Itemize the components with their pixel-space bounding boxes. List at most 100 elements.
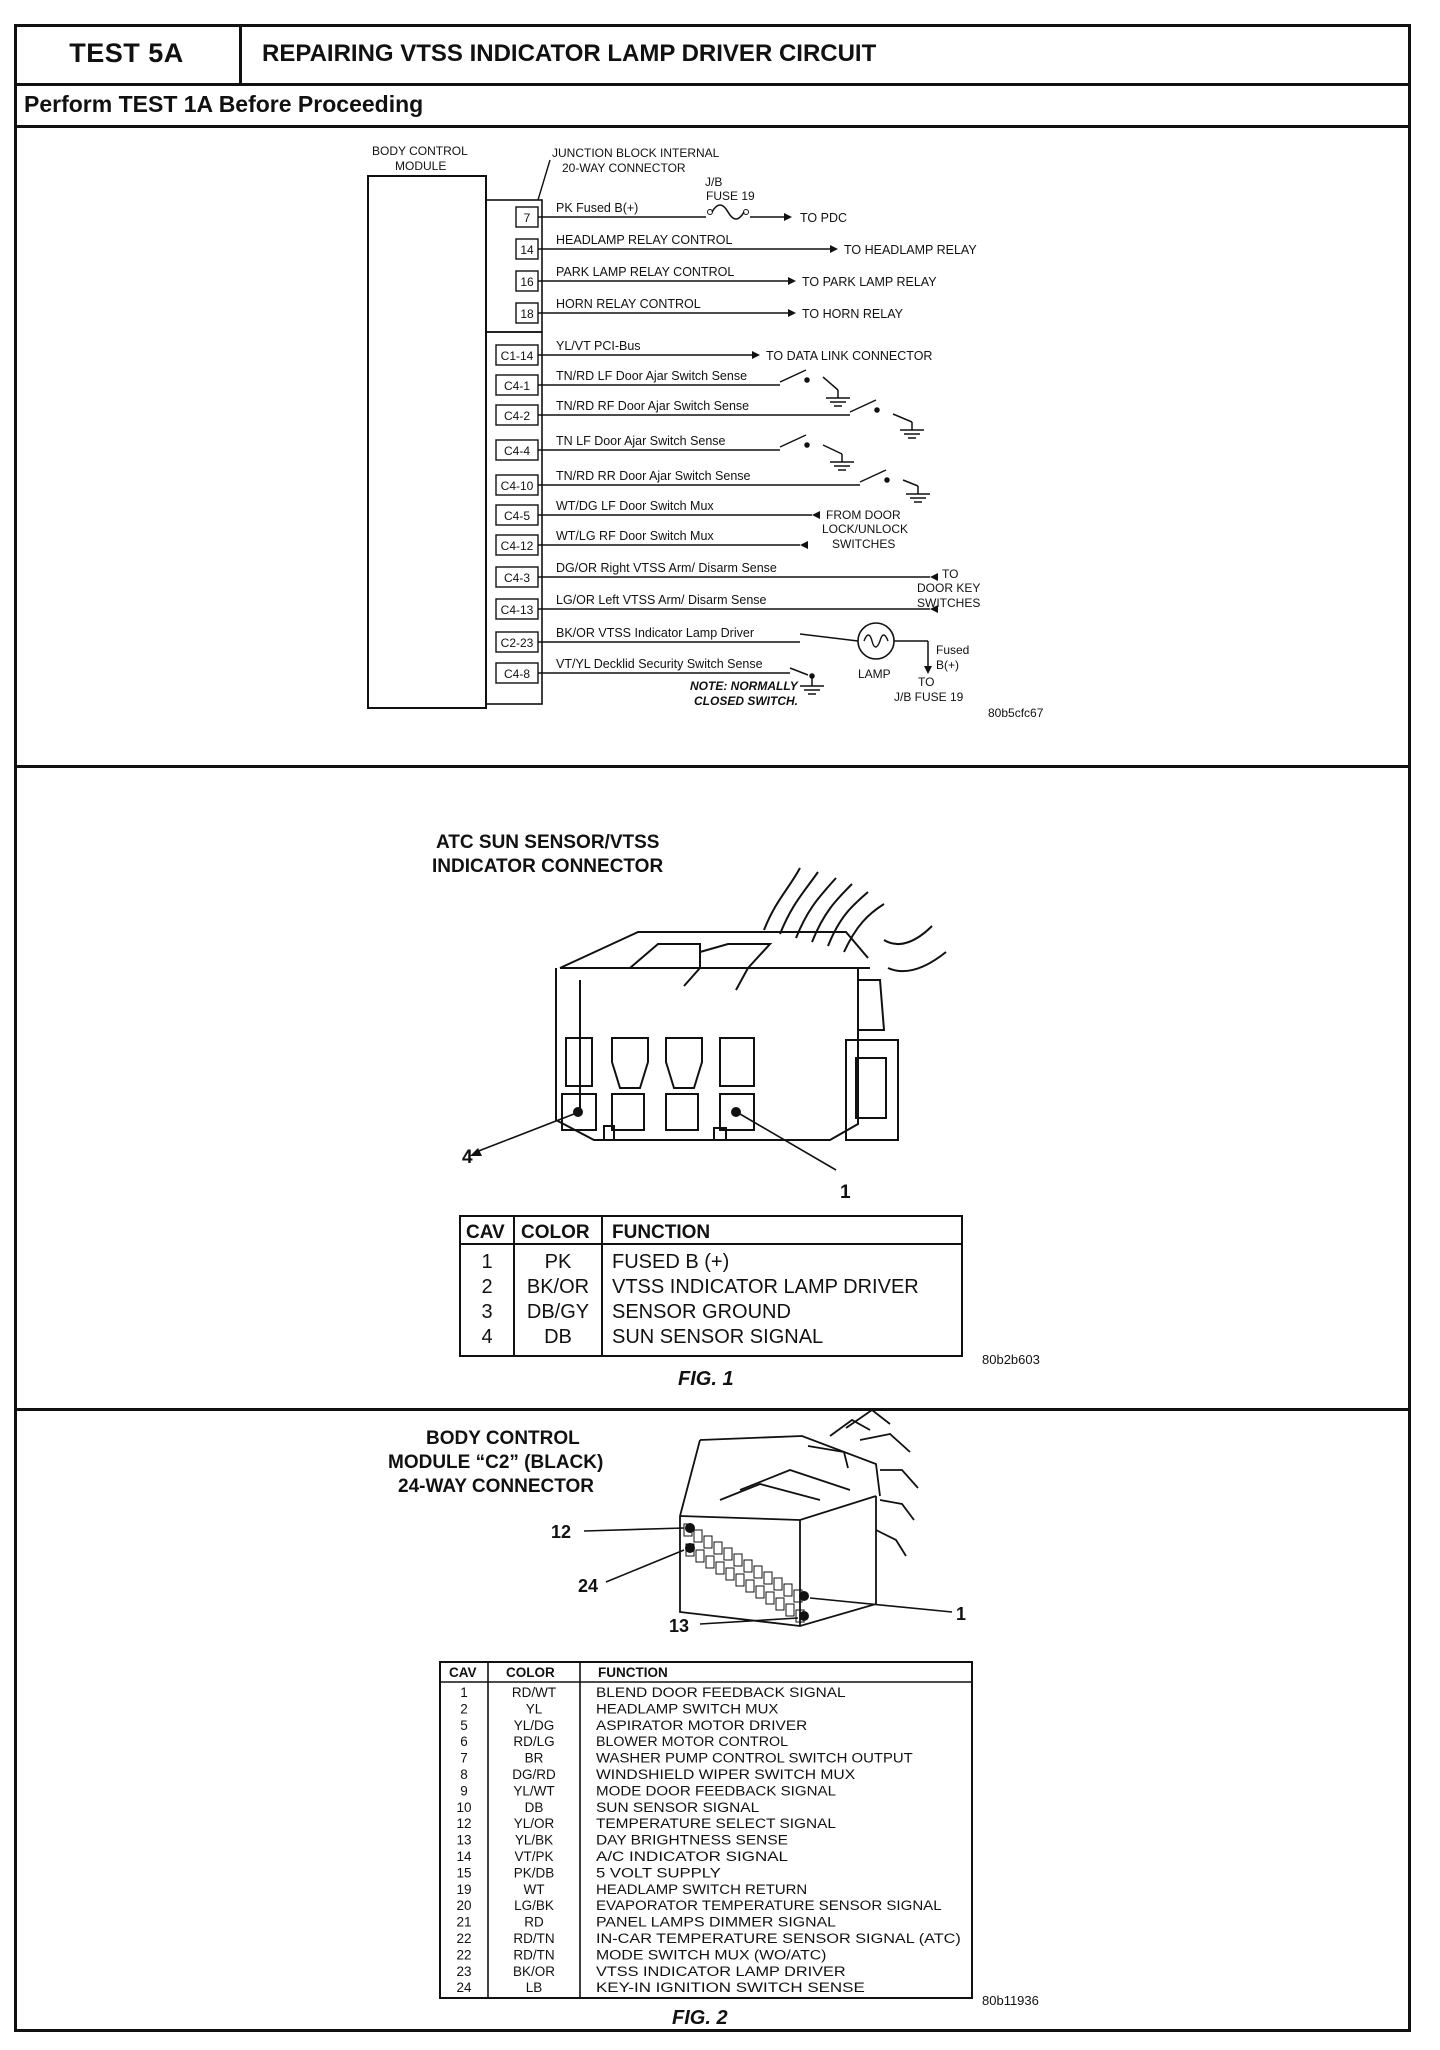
fig2-table-header: COLOR (506, 1665, 555, 1680)
cavity-cell (765, 1591, 775, 1605)
fig1-cell-color: PK (545, 1251, 572, 1273)
fig2-cell-cav: 10 (456, 1800, 471, 1815)
fig1-cell-function: VTSS INDICATOR LAMP DRIVER (612, 1276, 919, 1298)
pin-label: C2-23 (501, 636, 534, 650)
fig2-cell-cav: 5 (460, 1718, 468, 1733)
fig2-cell-function: KEY-IN IGNITION SWITCH SENSE (596, 1980, 865, 1995)
fig1-cell-function: SENSOR GROUND (612, 1301, 791, 1323)
door-key-dest: DOOR KEY (917, 581, 980, 595)
note-text: NOTE: NORMALLY (690, 679, 799, 693)
fused-label: TO (918, 675, 934, 689)
fig2-callout-24: 24 (578, 1576, 598, 1596)
fig2-cell-function: HEADLAMP SWITCH MUX (596, 1701, 778, 1716)
lamp-symbol (857, 622, 895, 660)
pin-label: C4-10 (501, 479, 534, 493)
fig2-cell-color: YL/WT (513, 1783, 554, 1798)
fig2-cell-color: PK/DB (514, 1865, 555, 1880)
cavity-cell (773, 1577, 783, 1591)
cavity-cell (755, 1585, 765, 1599)
wire-label: BK/OR VTSS Indicator Lamp Driver (556, 626, 754, 640)
fig2-cell-color: BK/OR (513, 1964, 555, 1979)
fig2-cell-cav: 20 (456, 1898, 471, 1913)
pin-label: C1-14 (501, 349, 534, 363)
fig2-cell-color: LG/BK (514, 1898, 554, 1913)
fig2-cell-color: RD/TN (513, 1931, 554, 1946)
cavity-cell (753, 1565, 763, 1579)
fig2-cell-cav: 24 (456, 1980, 472, 1995)
fig1-title: INDICATOR CONNECTOR (432, 856, 663, 877)
door-lock-dest: LOCK/UNLOCK (822, 522, 908, 536)
fig2-cell-color: YL/DG (514, 1718, 555, 1733)
fig1-title: ATC SUN SENSOR/VTSS (436, 832, 659, 853)
fig2-cell-cav: 2 (460, 1701, 468, 1716)
fig2-cell-cav: 19 (456, 1882, 471, 1897)
fuse-label: J/B (705, 175, 722, 189)
fig2-cell-cav: 9 (460, 1783, 468, 1798)
fig2-cell-cav: 13 (456, 1833, 471, 1848)
fig2-cell-function: 5 VOLT SUPPLY (596, 1865, 721, 1880)
wire-destination: TO HORN RELAY (802, 307, 904, 321)
wire-label: HEADLAMP RELAY CONTROL (556, 233, 732, 247)
fig1-connector-drawing (555, 867, 947, 1141)
fig2-cell-color: RD/LG (513, 1734, 554, 1749)
fig2-cell-function: BLOWER MOTOR CONTROL (596, 1734, 789, 1749)
fig1-table-header: CAV (466, 1222, 505, 1243)
wire-label: VT/YL Decklid Security Switch Sense (556, 657, 763, 671)
cavity-cell (713, 1541, 723, 1555)
fused-label: B(+) (936, 658, 959, 672)
fig2-cell-function: PANEL LAMPS DIMMER SIGNAL (596, 1915, 837, 1930)
cavity-cell (785, 1603, 795, 1617)
fig2-cell-cav: 22 (456, 1947, 471, 1962)
fig2-cell-color: YL (526, 1701, 543, 1716)
section-divider-2 (14, 1408, 1411, 1411)
wire-label: WT/DG LF Door Switch Mux (556, 499, 714, 513)
cavity-cell (783, 1583, 793, 1597)
fig2-table-header: CAV (449, 1665, 477, 1680)
lamp-label: LAMP (858, 667, 891, 681)
fig2-cell-color: YL/OR (514, 1816, 555, 1831)
fig2-cell-function: TEMPERATURE SELECT SIGNAL (596, 1816, 837, 1831)
fig1-ref-code: 80b2b603 (982, 1352, 1040, 1367)
fig2-cell-color: RD/WT (512, 1685, 556, 1700)
fig2-cell-function: SUN SENSOR SIGNAL (596, 1800, 760, 1815)
fig2-cell-cav: 23 (456, 1964, 471, 1979)
fig2-cavity-grid (683, 1523, 805, 1623)
door-ajar-switches (779, 369, 930, 503)
fig1-cell-color: DB/GY (527, 1301, 589, 1323)
fig2-cell-cav: 22 (456, 1931, 471, 1946)
fig2-cell-color: RD/TN (513, 1947, 554, 1962)
wire-destination: TO HEADLAMP RELAY (844, 243, 977, 257)
fig2-cell-color: WT (524, 1882, 545, 1897)
fig2-cell-color: LB (526, 1980, 543, 1995)
subtitle-bar: Perform TEST 1A Before Proceeding (14, 86, 1411, 128)
fig2-cell-cav: 8 (460, 1767, 468, 1782)
wire-label: YL/VT PCI-Bus (556, 339, 641, 353)
pin-label: C4-3 (504, 571, 530, 585)
fig2-cell-function: IN-CAR TEMPERATURE SENSOR SIGNAL (ATC) (596, 1931, 961, 1946)
fig2-cell-cav: 15 (456, 1865, 471, 1880)
fused-label: Fused (936, 643, 969, 657)
header-bar: TEST 5A REPAIRING VTSS INDICATOR LAMP DR… (14, 24, 1411, 86)
fig2-cell-function: MODE SWITCH MUX (WO/ATC) (596, 1947, 826, 1962)
fig2-cell-color: RD (524, 1915, 544, 1930)
fig1-cell-color: DB (544, 1326, 572, 1348)
fig1-cell-cav: 1 (481, 1251, 492, 1273)
fig1-callout-4: 4 (462, 1147, 473, 1168)
fig2-cell-cav: 7 (460, 1751, 468, 1766)
cavity-cell (723, 1547, 733, 1561)
door-lock-dest: SWITCHES (832, 537, 895, 551)
cavity-12-dot (685, 1523, 695, 1533)
fig1-section: ATC SUN SENSOR/VTSS INDICATOR CONNECTOR (432, 832, 1040, 1390)
fig2-ref-code: 80b11936 (982, 1993, 1039, 2008)
fig2-cell-function: DAY BRIGHTNESS SENSE (596, 1833, 788, 1848)
fig1-cell-cav: 2 (481, 1276, 492, 1298)
pin-label: C4-1 (504, 379, 530, 393)
page-title: REPAIRING VTSS INDICATOR LAMP DRIVER CIR… (262, 39, 877, 67)
bcm-label: MODULE (395, 159, 446, 173)
pin-label: C4-2 (504, 409, 530, 423)
test-id: TEST 5A (14, 24, 242, 83)
